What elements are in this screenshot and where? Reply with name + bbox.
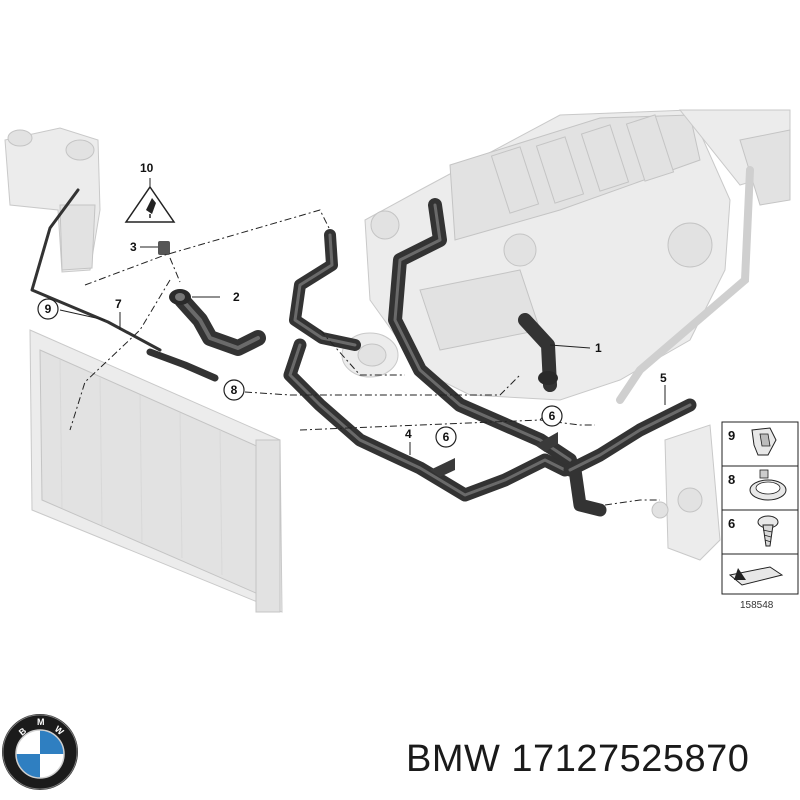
expansion-tank [4,127,101,273]
svg-text:B: B [17,725,29,737]
callout-5: 5 [660,371,667,385]
callout-1: 1 [595,341,602,355]
engine-block [364,109,791,401]
callout-6a-circle [541,405,563,427]
bracket-6a [430,458,455,477]
callout-6b: 6 [443,430,450,444]
callout-10: 10 [140,161,154,175]
hose-4 [283,338,572,502]
callout-8-circle [223,379,245,401]
legend-number-6: 6 [728,516,735,531]
legend-number-9: 9 [728,428,735,443]
hose-2 [169,289,266,356]
part-number-caption: BMW 17127525870 [406,738,750,780]
legend-panel: 9 8 6 [721,421,799,595]
bracket-6b [535,432,558,452]
assembly-arrow-icon [728,566,784,586]
hose-1 [388,198,577,467]
screw-icon [757,515,779,547]
hose-5 [563,398,697,517]
callout-9-circle [37,298,59,320]
coolant-pipe-right [616,166,754,404]
callout-4: 4 [405,427,412,441]
callout-9: 9 [45,302,52,316]
callout-7: 7 [115,297,122,311]
clip-icon [751,427,777,456]
thermostat-housing [651,424,721,561]
hose-clamp-icon [749,469,787,501]
callout-3: 3 [130,240,137,254]
hose-9 [30,188,162,352]
warning-triangle-icon [124,185,176,223]
svg-text:M: M [37,717,45,727]
leader-line-9 [59,309,106,321]
legend-number-8: 8 [728,472,735,487]
callout-8: 8 [231,383,238,397]
callout-6a: 6 [549,409,556,423]
bmw-logo: B M W [2,714,78,790]
callout-2: 2 [233,290,240,304]
hose-upper-mid [289,229,361,351]
radiator [29,329,283,613]
callout-6b-circle [435,426,457,448]
dashed-reference-lines [69,209,660,506]
sensor-3 [158,241,170,255]
hose-7 [146,348,219,382]
reference-number: 158548 [740,600,774,611]
leader-line-1 [549,344,591,349]
